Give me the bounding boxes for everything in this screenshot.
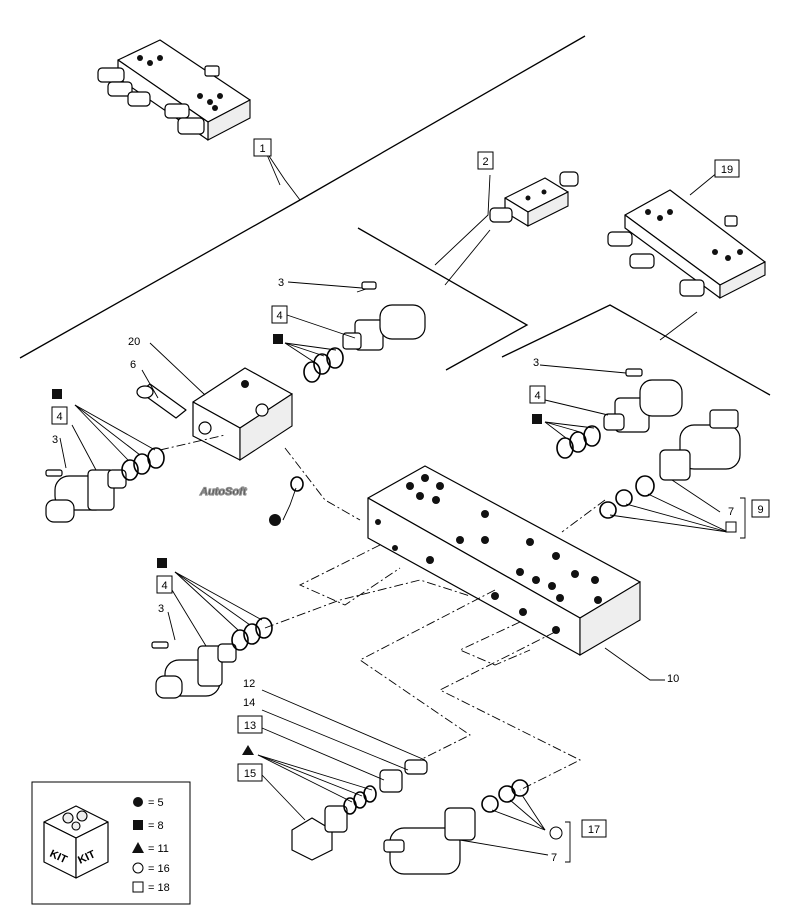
open-circle-icon [132, 862, 144, 874]
filled-square-icon [157, 558, 167, 568]
callout-12: 12 [243, 678, 255, 690]
svg-text:1: 1 [259, 143, 265, 155]
svg-text:4: 4 [534, 390, 540, 402]
callout-14: 14 [243, 697, 255, 709]
callout-3-top: 3 [278, 277, 284, 289]
plug-assembly-15 [291, 759, 428, 861]
solenoid-valve-right-upper [603, 368, 683, 433]
svg-text:17: 17 [588, 824, 600, 836]
callout-20: 20 [128, 336, 140, 348]
callout-15: 15 [237, 763, 263, 782]
open-circle-icon [549, 826, 563, 840]
filled-square-icon [273, 334, 283, 344]
svg-text:2: 2 [482, 156, 488, 168]
legend-item-text: = 11 [148, 843, 169, 855]
callout-3-left-lower: 3 [158, 603, 164, 615]
solenoid-valve-left-lower [155, 643, 237, 699]
watermark: AutoSoft [199, 486, 248, 498]
cartridge-valve-right [659, 409, 741, 481]
svg-text:15: 15 [244, 768, 256, 780]
callout-17: 17 [581, 819, 607, 838]
legend-item-text: = 5 [148, 797, 164, 809]
callout-7-bottom: 7 [551, 852, 557, 864]
filled-square-icon [532, 414, 542, 424]
filled-square-icon [52, 389, 62, 399]
manifold-block-10 [367, 465, 641, 656]
legend-item-text: = 18 [148, 882, 170, 894]
block-20 [192, 367, 293, 462]
callout-3-right: 3 [533, 357, 539, 369]
cartridge-valve-bottom [383, 807, 476, 875]
section-dividers [19, 35, 771, 396]
kit-legend: KIT KIT = 5 = 8 = 11 = 16 = 18 [31, 781, 191, 905]
solenoid-valve-top [342, 281, 426, 351]
callout-7-right: 7 [728, 506, 734, 518]
svg-text:4: 4 [161, 580, 167, 592]
callout-13: 13 [237, 715, 263, 734]
valve-assembly-2 [489, 171, 579, 227]
svg-text:9: 9 [757, 504, 763, 516]
filled-triangle-icon [242, 745, 254, 755]
solenoid-valve-left-upper [45, 469, 127, 523]
callout-4-right: 4 [529, 385, 546, 404]
legend-item-text: = 8 [148, 820, 164, 832]
valve-assembly-1 [97, 39, 251, 141]
callout-10: 10 [667, 673, 679, 685]
filled-circle-icon [133, 797, 143, 807]
legend-item-text: = 16 [148, 863, 170, 875]
svg-text:4: 4 [56, 411, 62, 423]
callout-9: 9 [751, 499, 770, 518]
callout-6: 6 [130, 359, 136, 371]
open-square-icon [132, 881, 144, 893]
valve-assembly-19 [607, 189, 766, 299]
filled-square-icon [133, 820, 143, 830]
screw-6 [136, 383, 187, 419]
callout-4-left-lower: 4 [156, 575, 173, 594]
callout-2: 2 [477, 151, 494, 170]
svg-text:19: 19 [721, 164, 733, 176]
callout-4-left-upper: 4 [51, 406, 68, 425]
callout-3-left-upper: 3 [52, 434, 58, 446]
assembly-connection-lines [159, 434, 606, 791]
callout-1: 1 [253, 138, 272, 157]
open-square-icon [725, 521, 737, 533]
filled-triangle-icon [132, 842, 144, 853]
svg-text:13: 13 [244, 720, 256, 732]
kit-box-icon: KIT KIT [43, 805, 109, 879]
svg-text:4: 4 [276, 310, 282, 322]
filled-circle-icon [269, 514, 281, 526]
callout-19: 19 [714, 159, 740, 178]
callout-4-top: 4 [271, 305, 288, 324]
